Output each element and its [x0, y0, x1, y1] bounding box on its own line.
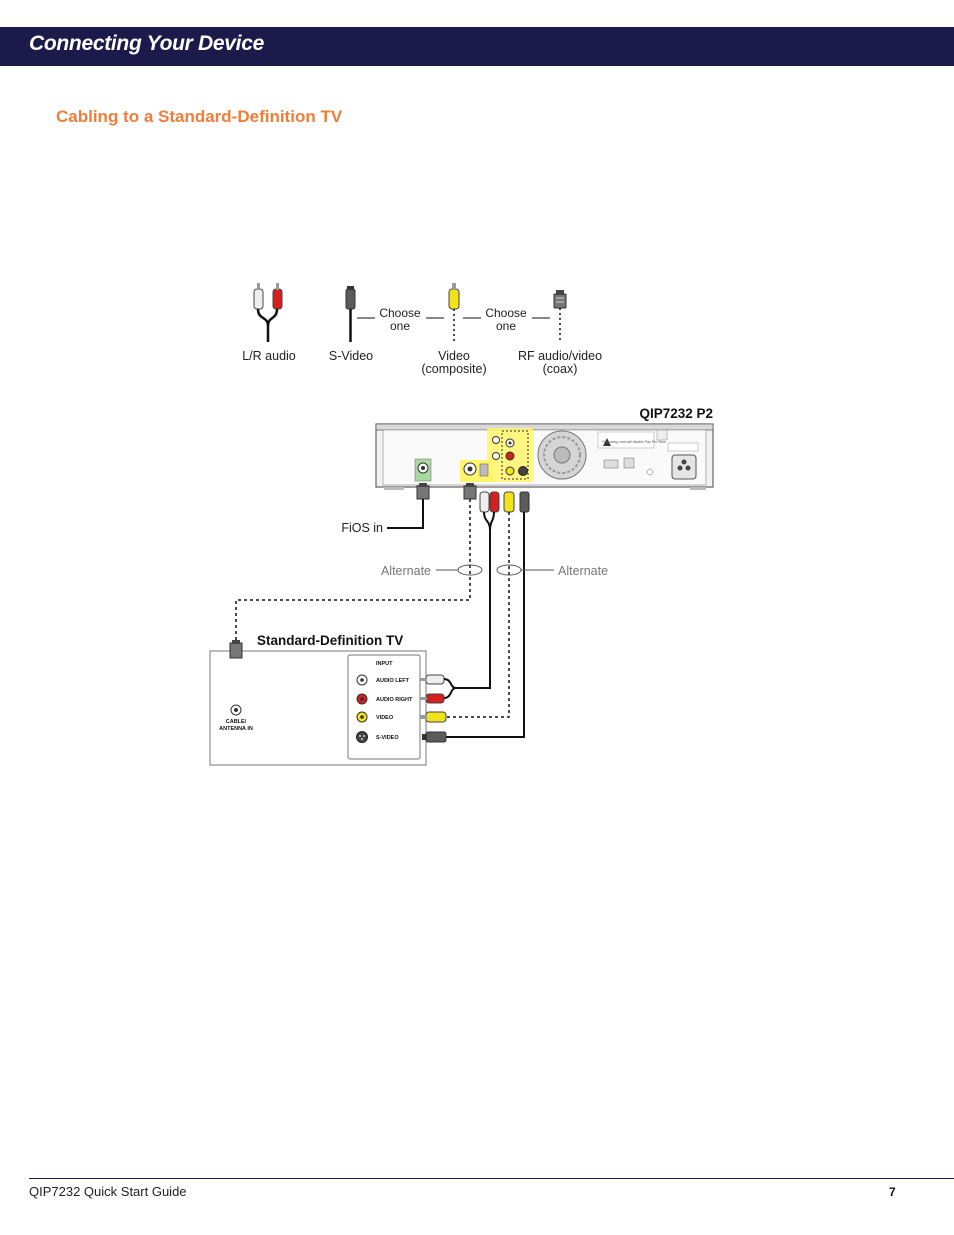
legend-one-label-2: one: [496, 319, 516, 333]
tv-title: Standard-Definition TV: [257, 633, 403, 648]
legend: L/R audio S-Video Choose one Video (comp…: [242, 283, 602, 376]
page-number: 7: [889, 1185, 896, 1199]
footer-rule: [29, 1178, 954, 1179]
header-bar: [0, 27, 954, 66]
alternate-label-right: Alternate: [558, 564, 608, 578]
sd-tv-panel: [209, 640, 457, 766]
tv-audio-right-label: AUDIO RIGHT: [376, 697, 413, 703]
device-connectors: [416, 483, 530, 513]
page-title: Connecting Your Device: [29, 32, 264, 55]
svideo-cable-icon: [345, 286, 356, 342]
composite-video-cable-icon: [448, 283, 460, 342]
legend-choose-label-2: Choose: [485, 306, 527, 320]
legend-lr-audio-label: L/R audio: [242, 349, 296, 363]
section-title: Cabling to a Standard-Definition TV: [56, 107, 343, 126]
fios-in-label: FiOS in: [341, 521, 383, 535]
set-top-box-rear-panel: Removing card will disable Pay Per View: [375, 423, 714, 490]
tv-cable-in-label-1: CABLE/: [226, 719, 247, 725]
footer-guide-title: QIP7232 Quick Start Guide: [29, 1184, 187, 1199]
alternate-label-left: Alternate: [381, 564, 431, 578]
tv-cable-in-label-2: ANTENNA IN: [219, 726, 253, 732]
legend-rf-sub-label: (coax): [543, 362, 578, 376]
device-model-label: QIP7232 P2: [639, 406, 713, 421]
legend-rf-label: RF audio/video: [518, 349, 602, 363]
legend-video-sub-label: (composite): [421, 362, 486, 376]
legend-one-label: one: [390, 319, 410, 333]
tv-video-label: VIDEO: [376, 715, 394, 721]
lr-audio-cable-icon: [253, 283, 283, 342]
tv-audio-left-label: AUDIO LEFT: [376, 678, 410, 684]
device-warning-label: Removing card will disable Pay Per View: [602, 440, 666, 444]
legend-svideo-label: S-Video: [329, 349, 373, 363]
legend-choose-label: Choose: [379, 306, 421, 320]
coax-cable-icon: [553, 290, 567, 342]
legend-video-label: Video: [438, 349, 470, 363]
tv-input-label: INPUT: [376, 661, 393, 667]
tv-svideo-label: S-VIDEO: [376, 735, 399, 741]
